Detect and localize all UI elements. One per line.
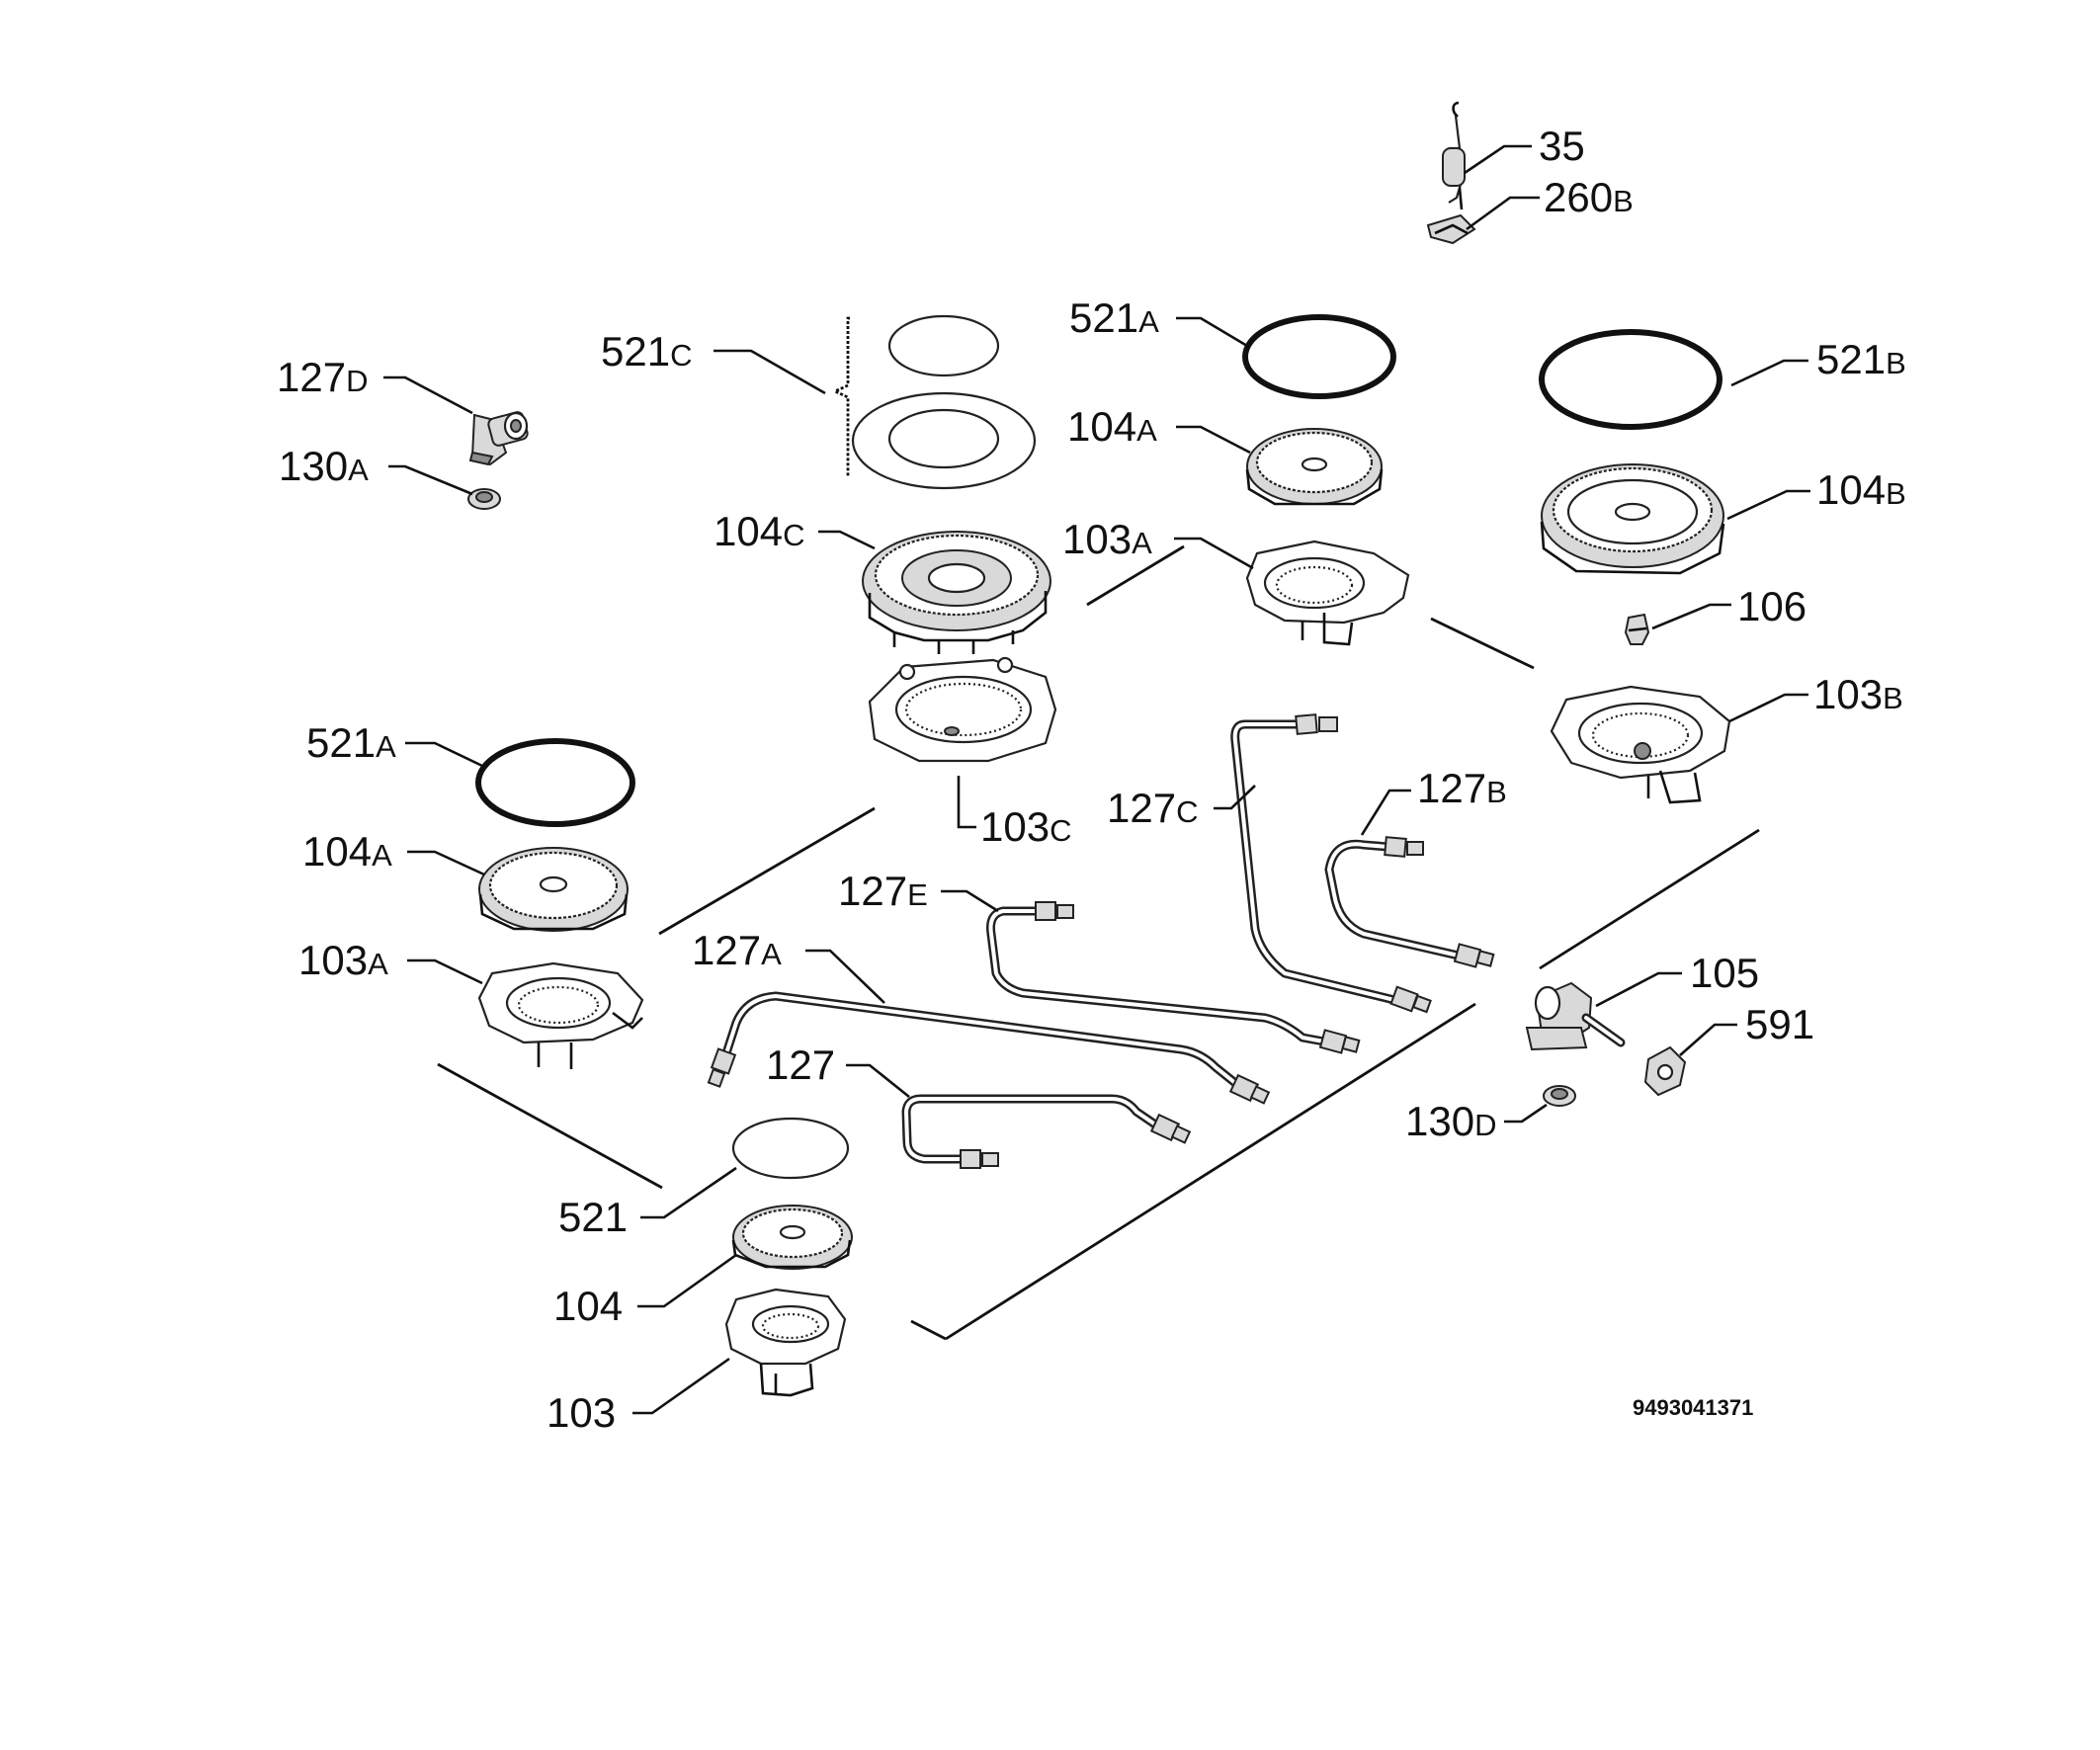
burner-base-103a-left	[477, 961, 644, 1069]
label-106: 106	[1737, 583, 1806, 629]
label-521a-left: 521A	[306, 719, 396, 766]
burner-cap-521	[731, 1117, 850, 1180]
label-104a-top: 104A	[1067, 403, 1157, 450]
label-130d: 130D	[1405, 1098, 1496, 1144]
gas-pipe-127c	[1230, 713, 1432, 1014]
ignition-electrode	[1442, 101, 1466, 210]
label-35: 35	[1539, 123, 1585, 169]
label-260b: 260B	[1544, 174, 1634, 220]
label-103a-left: 103A	[298, 937, 388, 983]
burner-cap-521c	[831, 314, 1037, 490]
burner-cap-521b	[1539, 329, 1722, 430]
electrode-clip	[1426, 213, 1476, 245]
label-127a: 127A	[692, 927, 782, 973]
label-127d: 127D	[277, 354, 368, 400]
label-521: 521	[558, 1194, 628, 1240]
burner-head-104b	[1540, 463, 1725, 575]
label-103: 103	[546, 1389, 616, 1436]
label-104: 104	[553, 1283, 623, 1329]
washer-130a	[467, 488, 501, 510]
burner-head-104c	[862, 531, 1051, 654]
burner-cap-521a-top	[1242, 314, 1396, 399]
injector-106	[1624, 613, 1650, 645]
burner-head-104a-left	[478, 847, 629, 932]
part-labels: 35 260B 127D 130A 521C 521A 104A 103A 52…	[277, 123, 1906, 1436]
burner-base-103c	[868, 656, 1057, 763]
label-130a: 130A	[279, 443, 369, 489]
elbow-connector	[468, 411, 529, 466]
label-127e: 127E	[838, 868, 928, 914]
label-127c: 127C	[1107, 785, 1198, 831]
label-591: 591	[1745, 1001, 1814, 1047]
label-103a-top: 103A	[1062, 516, 1152, 562]
label-521b: 521B	[1816, 336, 1906, 382]
label-104c: 104C	[714, 508, 804, 554]
hob-outline	[437, 544, 1760, 1341]
gas-pipe-127e	[986, 901, 1361, 1054]
gas-pipe-127b	[1324, 836, 1495, 968]
gasket-591	[1643, 1045, 1687, 1097]
washer-130d	[1543, 1085, 1576, 1107]
label-103c: 103C	[980, 803, 1071, 850]
burner-base-103b	[1550, 685, 1731, 804]
drawing-code: 9493041371	[1633, 1395, 1753, 1420]
label-103b: 103B	[1813, 671, 1903, 717]
label-104b: 104B	[1816, 466, 1906, 513]
burner-cap-521a-left	[475, 738, 635, 827]
label-127b: 127B	[1417, 765, 1507, 811]
leader-lines	[383, 144, 1810, 1415]
gas-pipe-127	[901, 1094, 1192, 1169]
gas-pipe-127a	[707, 991, 1271, 1105]
burner-head-104	[731, 1205, 853, 1270]
burner-head-104a-top	[1245, 428, 1384, 506]
label-521c: 521C	[601, 328, 692, 375]
burner-base-103	[724, 1288, 847, 1397]
label-105: 105	[1690, 950, 1759, 996]
burner-base-103a-top	[1245, 540, 1410, 646]
gas-tap-105	[1525, 981, 1626, 1051]
label-127: 127	[766, 1042, 835, 1088]
label-521a-top: 521A	[1069, 294, 1159, 341]
label-104a-left: 104A	[302, 828, 392, 875]
